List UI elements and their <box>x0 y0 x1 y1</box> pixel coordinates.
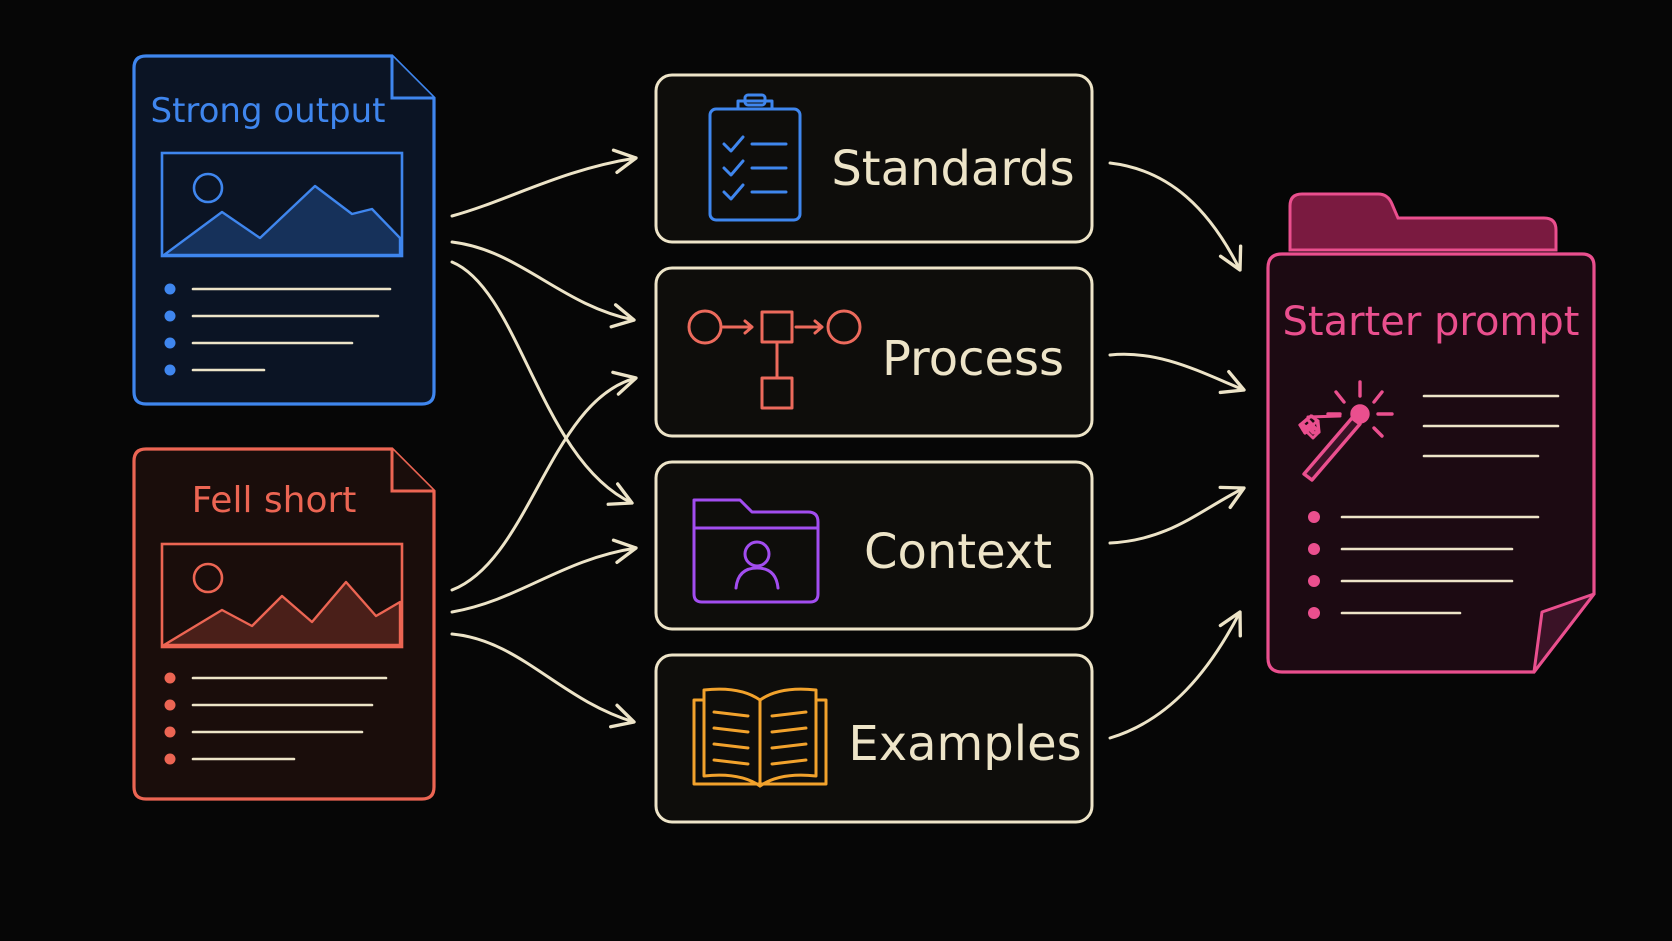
flowchart-icon <box>687 309 862 410</box>
prompt-text-lines <box>1422 394 1560 458</box>
category-label-examples: Examples <box>848 716 1081 772</box>
category-label-process: Process <box>882 331 1064 387</box>
category-box-examples: Examples <box>654 653 1094 824</box>
category-box-context: Context <box>654 460 1094 631</box>
bullet-list <box>1308 511 1540 619</box>
fell-short-document: Fell short <box>132 447 436 801</box>
category-label-standards: Standards <box>831 141 1074 197</box>
starter-prompt-title: Starter prompt <box>1283 299 1580 345</box>
arrow-short-to-examples <box>450 632 636 729</box>
strong-output-title: Strong output <box>150 91 385 131</box>
arrow-examples-to-prompt <box>1108 610 1242 740</box>
bullet-list <box>164 672 388 765</box>
strong-output-document: Strong output <box>132 54 436 406</box>
arrow-strong-to-context <box>450 260 634 506</box>
arrow-short-to-context <box>450 538 638 614</box>
arrow-context-to-prompt <box>1108 485 1246 545</box>
magic-wand-icon <box>1302 380 1394 482</box>
arrow-process-to-prompt <box>1108 352 1246 395</box>
clipboard-checklist-icon <box>708 93 802 222</box>
arrow-standards-to-prompt <box>1108 161 1243 272</box>
image-icon <box>160 542 404 649</box>
fell-short-title: Fell short <box>192 480 357 521</box>
arrow-short-to-process <box>450 370 638 592</box>
folder-person-icon <box>692 498 820 604</box>
connector-arrows <box>450 148 1246 740</box>
magic-wand-icon <box>1298 414 1321 440</box>
arrow-strong-to-standards <box>450 148 638 218</box>
open-book-icon <box>692 687 828 788</box>
category-box-process: Process <box>654 266 1094 438</box>
starter-prompt-document: Starter prompt <box>1266 192 1596 674</box>
magic-wand-icon <box>1306 414 1342 419</box>
image-icon <box>160 151 404 258</box>
arrow-strong-to-process <box>450 240 636 329</box>
category-label-context: Context <box>864 524 1052 580</box>
category-box-standards: Standards <box>654 73 1094 244</box>
bullet-list <box>164 283 392 376</box>
